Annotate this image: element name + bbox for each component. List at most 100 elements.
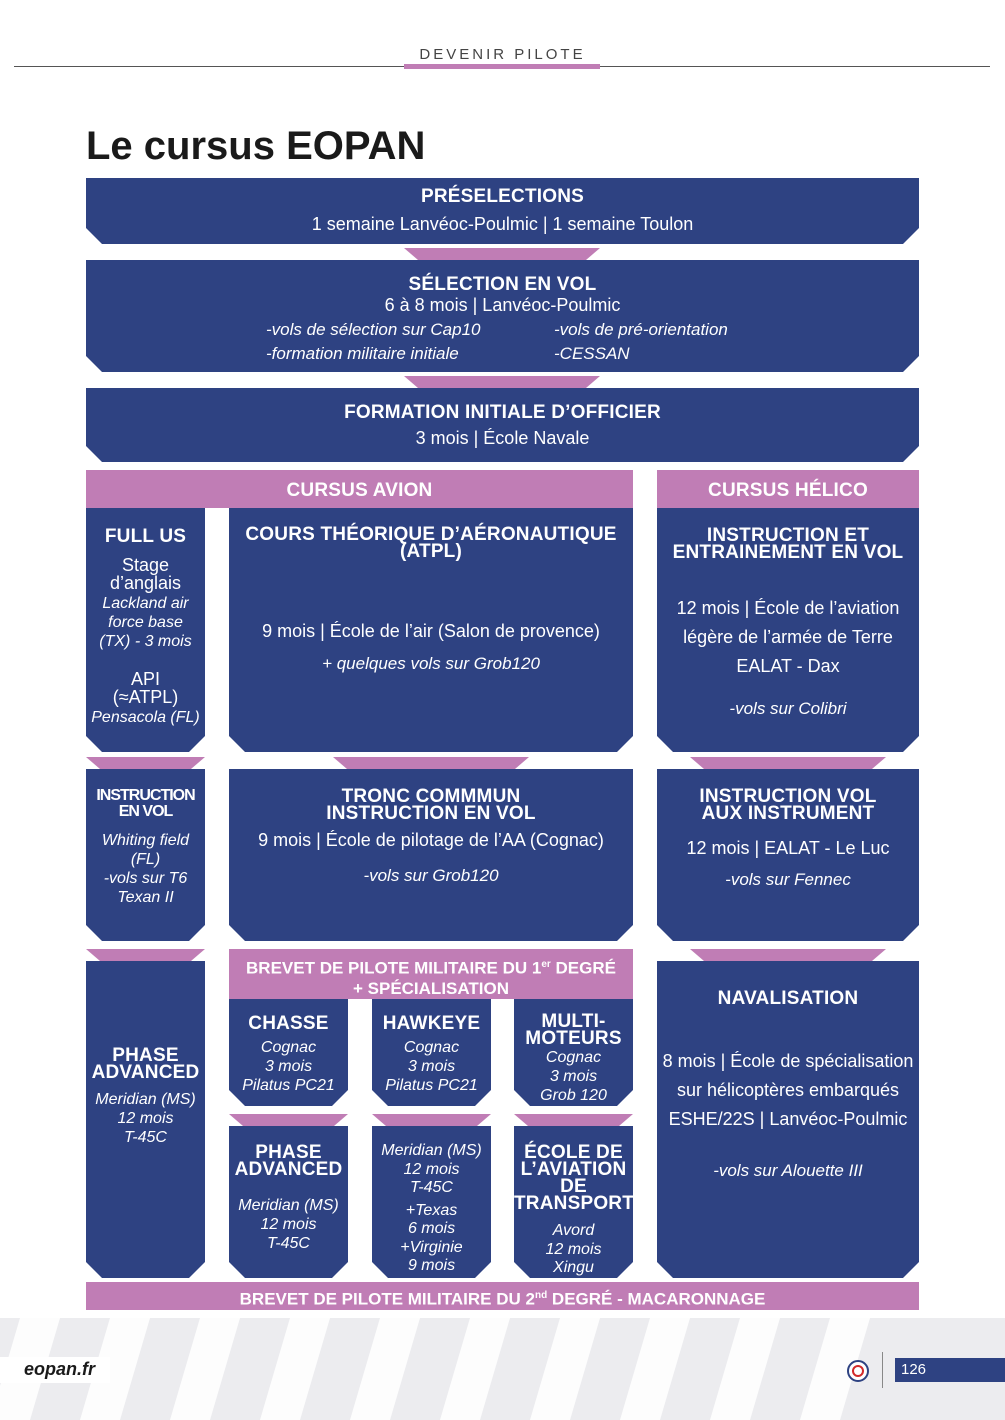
atpl-title: COURS THÉORIQUE D’AÉRONAUTIQUE [245,524,617,545]
preselections-title: PRÉSELECTIONS [420,186,585,207]
formation-title: FORMATION INITIALE D’OFFICIER [344,402,661,423]
instruction-us-italic: Whiting field [101,832,190,849]
full-us-box: FULL US Stage d’anglais Lackland air for… [86,508,205,752]
hawkeye-box: HAWKEYE Cognac 3 mois Pilatus PC21 [372,999,491,1106]
phase-fr-box: PHASE ADVANCED Meridian (MS) 12 mois T-4… [229,1126,348,1278]
tronc-title: INSTRUCTION EN VOL [326,803,536,824]
preselections-subtitle: 1 semaine Lanvéoc-Poulmic | 1 semaine To… [311,214,694,234]
navalisation-body: sur hélicoptères embarqués [676,1080,900,1100]
brevet2-banner: BREVET DE PILOTE MILITAIRE DU 2nd DEGRÉ … [86,1282,919,1310]
formation-box: FORMATION INITIALE D’OFFICIER 3 mois | É… [86,388,919,462]
cursus-helico-banner: CURSUS HÉLICO [657,470,919,508]
full-us-line: d’anglais [109,573,182,593]
full-us-italic: Lackland air [102,595,189,612]
formation-subtitle: 3 mois | École Navale [415,428,590,448]
atpl-note: + quelques vols sur Grob120 [322,654,540,673]
footer-divider [882,1352,883,1388]
helico-instruction-note: -vols sur Colibri [729,699,847,718]
transport-title: TRANSPORT [514,1193,635,1214]
cursus-avion-banner: CURSUS AVION [86,470,633,508]
full-us-api: (≈ATPL) [112,687,179,707]
connector-1 [404,248,600,260]
transport-italic: Xingu [553,1259,594,1276]
navalisation-note: -vols sur Alouette III [713,1161,863,1180]
selection-title: SÉLECTION EN VOL [408,274,597,295]
hawkeye-italic: Pilatus PC21 [385,1077,478,1094]
full-us-italic: force base [108,614,183,631]
instruction-us-italic: -vols sur T6 [103,870,188,887]
preselections-box: PRÉSELECTIONS 1 semaine Lanvéoc-Poulmic … [86,178,919,244]
full-us-api: API [130,669,160,689]
selection-item: -vols de sélection sur Cap10 [266,320,481,339]
connector-hawkeye [372,1114,491,1126]
instruction-us-italic: (FL) [130,851,161,868]
brevet1-line1: BREVET DE PILOTE MILITAIRE DU 1 [246,958,542,978]
navalisation-body: ESHE/22S | Lanvéoc-Poulmic [668,1109,908,1129]
phase-fr-italic: 12 mois [260,1216,317,1233]
chasse-box: CHASSE Cognac 3 mois Pilatus PC21 [229,999,348,1106]
phase-us-title: ADVANCED [91,1062,200,1083]
instrument-body: 12 mois | EALAT - Le Luc [686,838,890,858]
multi-italic: 3 mois [549,1068,598,1085]
hawkeye-italic: Cognac [403,1039,460,1056]
navalisation-box: NAVALISATION 8 mois | École de spécialis… [657,961,919,1278]
hawkeye-italic: 3 mois [407,1058,456,1075]
connector-helico-2 [690,757,886,769]
instruction-us-box: INSTRUCTION EN VOL Whiting field (FL) -v… [86,769,205,941]
page-number: 126 [901,1361,927,1378]
selection-item: -formation militaire initiale [266,344,459,363]
full-us-italic: (TX) - 3 mois [99,633,192,650]
connector-helico-3 [690,949,886,961]
tronc-box: TRONC COMMMUN INSTRUCTION EN VOL 9 mois … [229,769,633,941]
tronc-note: -vols sur Grob120 [363,866,499,885]
transport-title: DE [560,1176,587,1197]
hawkeye2-italic: 6 mois [407,1220,456,1237]
selection-item: -vols de pré-orientation [554,320,728,339]
brevet1-line2: + SPÉCIALISATION [352,978,509,998]
brevet1-line1-end: DEGRÉ [550,958,616,978]
full-us-line: Stage [121,555,170,575]
phase-fr-title: ADVANCED [234,1159,343,1180]
footer-background [0,1318,1005,1420]
connector-chasse [229,1114,348,1126]
brevet1-banner: BREVET DE PILOTE MILITAIRE DU 1er DEGRÉ … [229,949,633,999]
atpl-title: (ATPL) [399,541,463,562]
multi-title: MULTI- [541,1011,606,1032]
navalisation-body: 8 mois | École de spécialisation [662,1051,914,1071]
instrument-box: INSTRUCTION VOL AUX INSTRUMENT 12 mois |… [657,769,919,941]
phase-us-italic: Meridian (MS) [95,1091,196,1108]
phase-fr-italic: T-45C [267,1235,310,1252]
header-section-label: DEVENIR PILOTE [419,46,586,63]
helico-instruction-body: 12 mois | École de l’aviation [676,598,900,618]
helico-instruction-body: légère de l’armée de Terre [683,627,893,647]
hawkeye2-italic: 9 mois [407,1257,456,1274]
connector-us-2 [86,757,205,769]
multi-box: MULTI- MOTEURS Cognac 3 mois Grob 120 [514,999,633,1106]
chasse-title: CHASSE [248,1013,329,1034]
phase-us-italic: T-45C [124,1129,167,1146]
footer-site-box: eopan.fr [0,1357,110,1383]
transport-box: ÉCOLE DE L’AVIATION DE TRANSPORT Avord 1… [514,1126,633,1278]
connector-avion-2 [333,757,529,769]
brevet2-text-end: DEGRÉ - MACARONNAGE [547,1289,766,1309]
instruction-us-italic: Texan II [117,889,174,906]
phase-fr-title: PHASE [255,1142,322,1163]
hawkeye2-italic: T-45C [410,1179,453,1196]
footer-site[interactable]: eopan.fr [24,1359,96,1379]
phase-fr-italic: Meridian (MS) [238,1197,339,1214]
chasse-italic: 3 mois [264,1058,313,1075]
instrument-title: AUX INSTRUMENT [701,803,875,824]
selection-box: SÉLECTION EN VOL 6 à 8 mois | Lanvéoc-Po… [86,260,919,372]
connector-us-3 [86,949,205,961]
instrument-note: -vols sur Fennec [725,870,851,889]
chasse-italic: Cognac [260,1039,317,1056]
brevet2-sup: nd [534,1290,548,1301]
transport-italic: Avord [552,1222,595,1239]
atpl-box: COURS THÉORIQUE D’AÉRONAUTIQUE (ATPL) 9 … [229,508,633,752]
brevet1-sup: er [541,959,551,970]
instruction-us-title: INSTRUCTION [96,787,195,804]
helico-instruction-body: EALAT - Dax [736,656,840,676]
tronc-body: 9 mois | École de pilotage de l’AA (Cogn… [258,830,604,850]
chasse-italic: Pilatus PC21 [242,1077,335,1094]
hawkeye2-italic: Meridian (MS) [381,1142,482,1159]
